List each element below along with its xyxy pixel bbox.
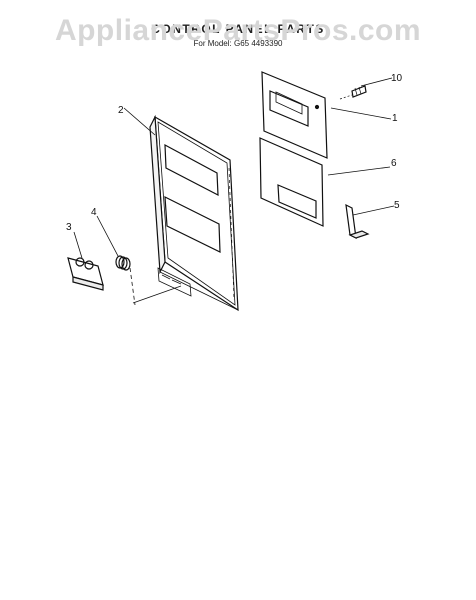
callout-6: 6 bbox=[391, 158, 397, 169]
circuit-board-part bbox=[261, 71, 328, 159]
button-part bbox=[67, 257, 104, 291]
model-subtitle: For Model: G65 4493390 bbox=[193, 39, 283, 48]
leader-lines bbox=[73, 77, 395, 306]
callout-1: 1 bbox=[392, 113, 398, 124]
callout-10: 10 bbox=[391, 73, 403, 84]
callout-5: 5 bbox=[394, 200, 400, 211]
callout-2: 2 bbox=[118, 105, 124, 116]
touch-pad-part bbox=[259, 137, 324, 227]
control-panel-part bbox=[149, 114, 239, 312]
screw-part bbox=[339, 85, 367, 100]
callout-4: 4 bbox=[91, 207, 97, 218]
callout-3: 3 bbox=[66, 222, 72, 233]
diagram-title: CONTROL PANEL PARTS bbox=[151, 22, 325, 36]
spring-part bbox=[115, 255, 131, 271]
bracket-part bbox=[345, 203, 370, 240]
